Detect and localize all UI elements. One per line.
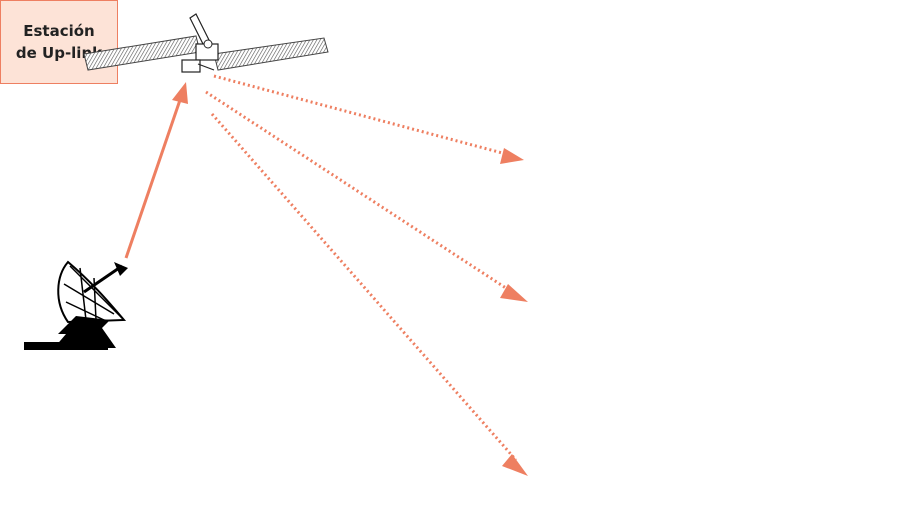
uplink-label-box: Estación de Up-link [0,0,118,84]
uplink-label-line1: Estación [23,22,95,40]
satellite-icon [83,13,329,73]
uplink-label-line2: de Up-link [15,44,103,62]
uplink-arrow [124,82,188,259]
uplink-dish-icon [24,260,128,350]
downlink-arrowheads [500,148,528,476]
downlink-arrows [205,74,518,461]
